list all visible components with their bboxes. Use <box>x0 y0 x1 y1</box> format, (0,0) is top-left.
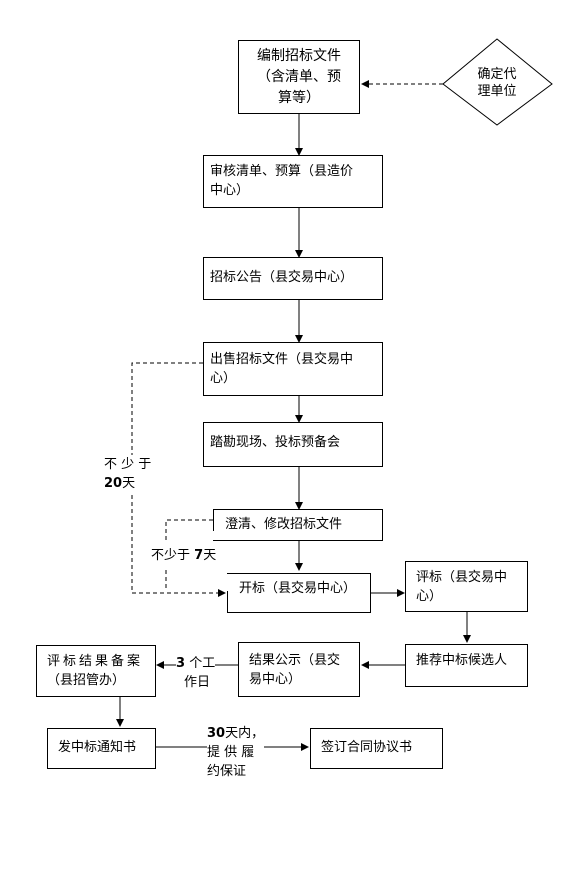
node-review: 审核清单、预算（县造价 中心） <box>203 155 383 208</box>
node-clarify-left-edge <box>213 509 214 531</box>
node-clarify: 澄清、修改招标文件 <box>213 509 383 541</box>
node-notice: 发中标通知书 <box>47 728 156 769</box>
node-record: 评标结果备案 （县招管办） <box>36 645 156 697</box>
node-open-bid: 开标（县交易中心） <box>227 573 371 613</box>
node-compile-docs: 编制招标文件 （含清单、预 算等） <box>238 40 360 114</box>
agency-diamond <box>442 38 553 126</box>
node-announce: 招标公告（县交易中心） <box>203 257 383 300</box>
node-agency-text: 确定代 理单位 <box>477 67 517 99</box>
label-20-days: 不 少 于 20天 <box>104 455 152 493</box>
dashed-7days-bracket <box>165 519 213 540</box>
node-recommend: 推荐中标候选人 <box>405 644 528 687</box>
node-evaluate: 评标（县交易中 心） <box>405 561 528 612</box>
label-3-workdays: 3 个工 作日 <box>176 654 216 692</box>
label-30-days: 30天内， 提 供 履 约保证 <box>207 724 265 781</box>
label-7-days: 不少于 7天 <box>151 546 217 565</box>
node-publicize: 结果公示（县交 易中心） <box>238 642 360 697</box>
node-site-visit: 踏勘现场、投标预备会 <box>203 422 383 467</box>
node-open-bid-left-edge <box>227 591 228 613</box>
node-sell-docs: 出售招标文件（县交易中 心） <box>203 342 383 396</box>
node-contract: 签订合同协议书 <box>310 728 443 769</box>
